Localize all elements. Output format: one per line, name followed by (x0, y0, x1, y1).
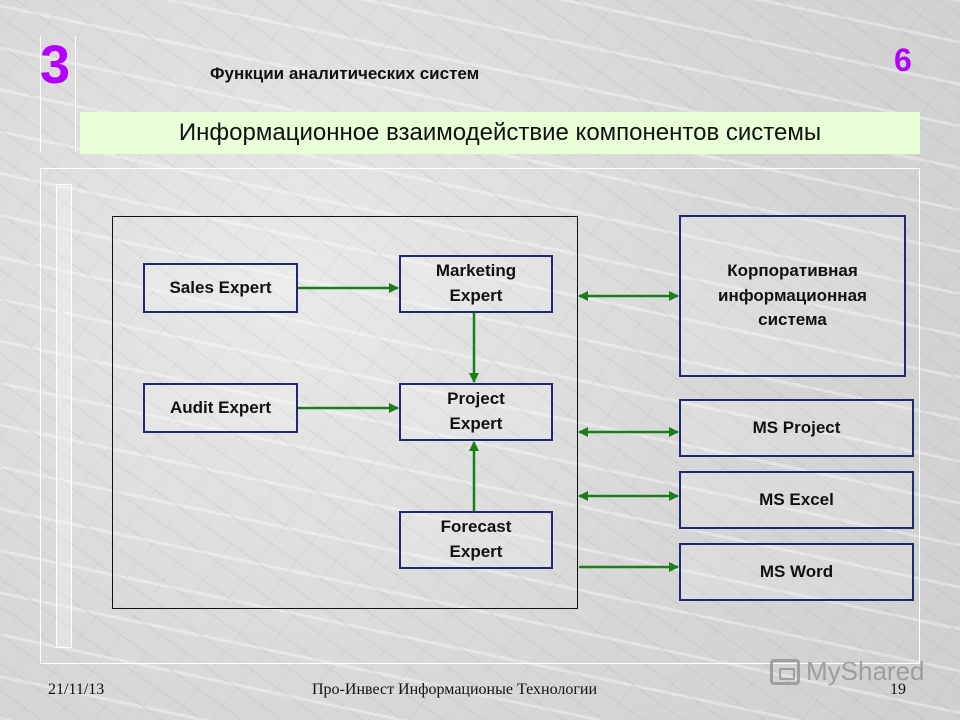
ms-word-box: MS Word (679, 543, 914, 601)
slide-heading: Функции аналитических систем (210, 64, 480, 83)
section-number: 3 (40, 35, 71, 95)
ms-project-box: MS Project (679, 399, 914, 457)
header-decor-line (40, 36, 76, 152)
myshared-logo-icon (770, 658, 800, 685)
footer-date: 21/11/13 (48, 681, 105, 698)
slide-title: Информационное взаимодействие компоненто… (178, 119, 822, 146)
watermark-text: MyShared (806, 656, 925, 686)
footer-company: Про-Инвест Информационые Технологии (312, 681, 598, 698)
left-decor-bar (56, 184, 72, 648)
audit-expert-box: Audit Expert (143, 383, 298, 433)
corporate-info-system-box: Корпоративная информационная система (679, 215, 906, 377)
forecast-expert-box: Forecast Expert (399, 511, 553, 569)
expert-system-container (112, 216, 578, 609)
title-band: Информационное взаимодействие компоненто… (80, 112, 920, 154)
ms-excel-box: MS Excel (679, 471, 914, 529)
content-frame (40, 168, 920, 664)
footer-page-number: 19 (890, 681, 906, 698)
watermark: MyShared (770, 656, 925, 687)
marketing-expert-box: Marketing Expert (399, 255, 553, 313)
slide-number: 6 (894, 42, 912, 78)
project-expert-box: Project Expert (399, 383, 553, 441)
sales-expert-box: Sales Expert (143, 263, 298, 313)
